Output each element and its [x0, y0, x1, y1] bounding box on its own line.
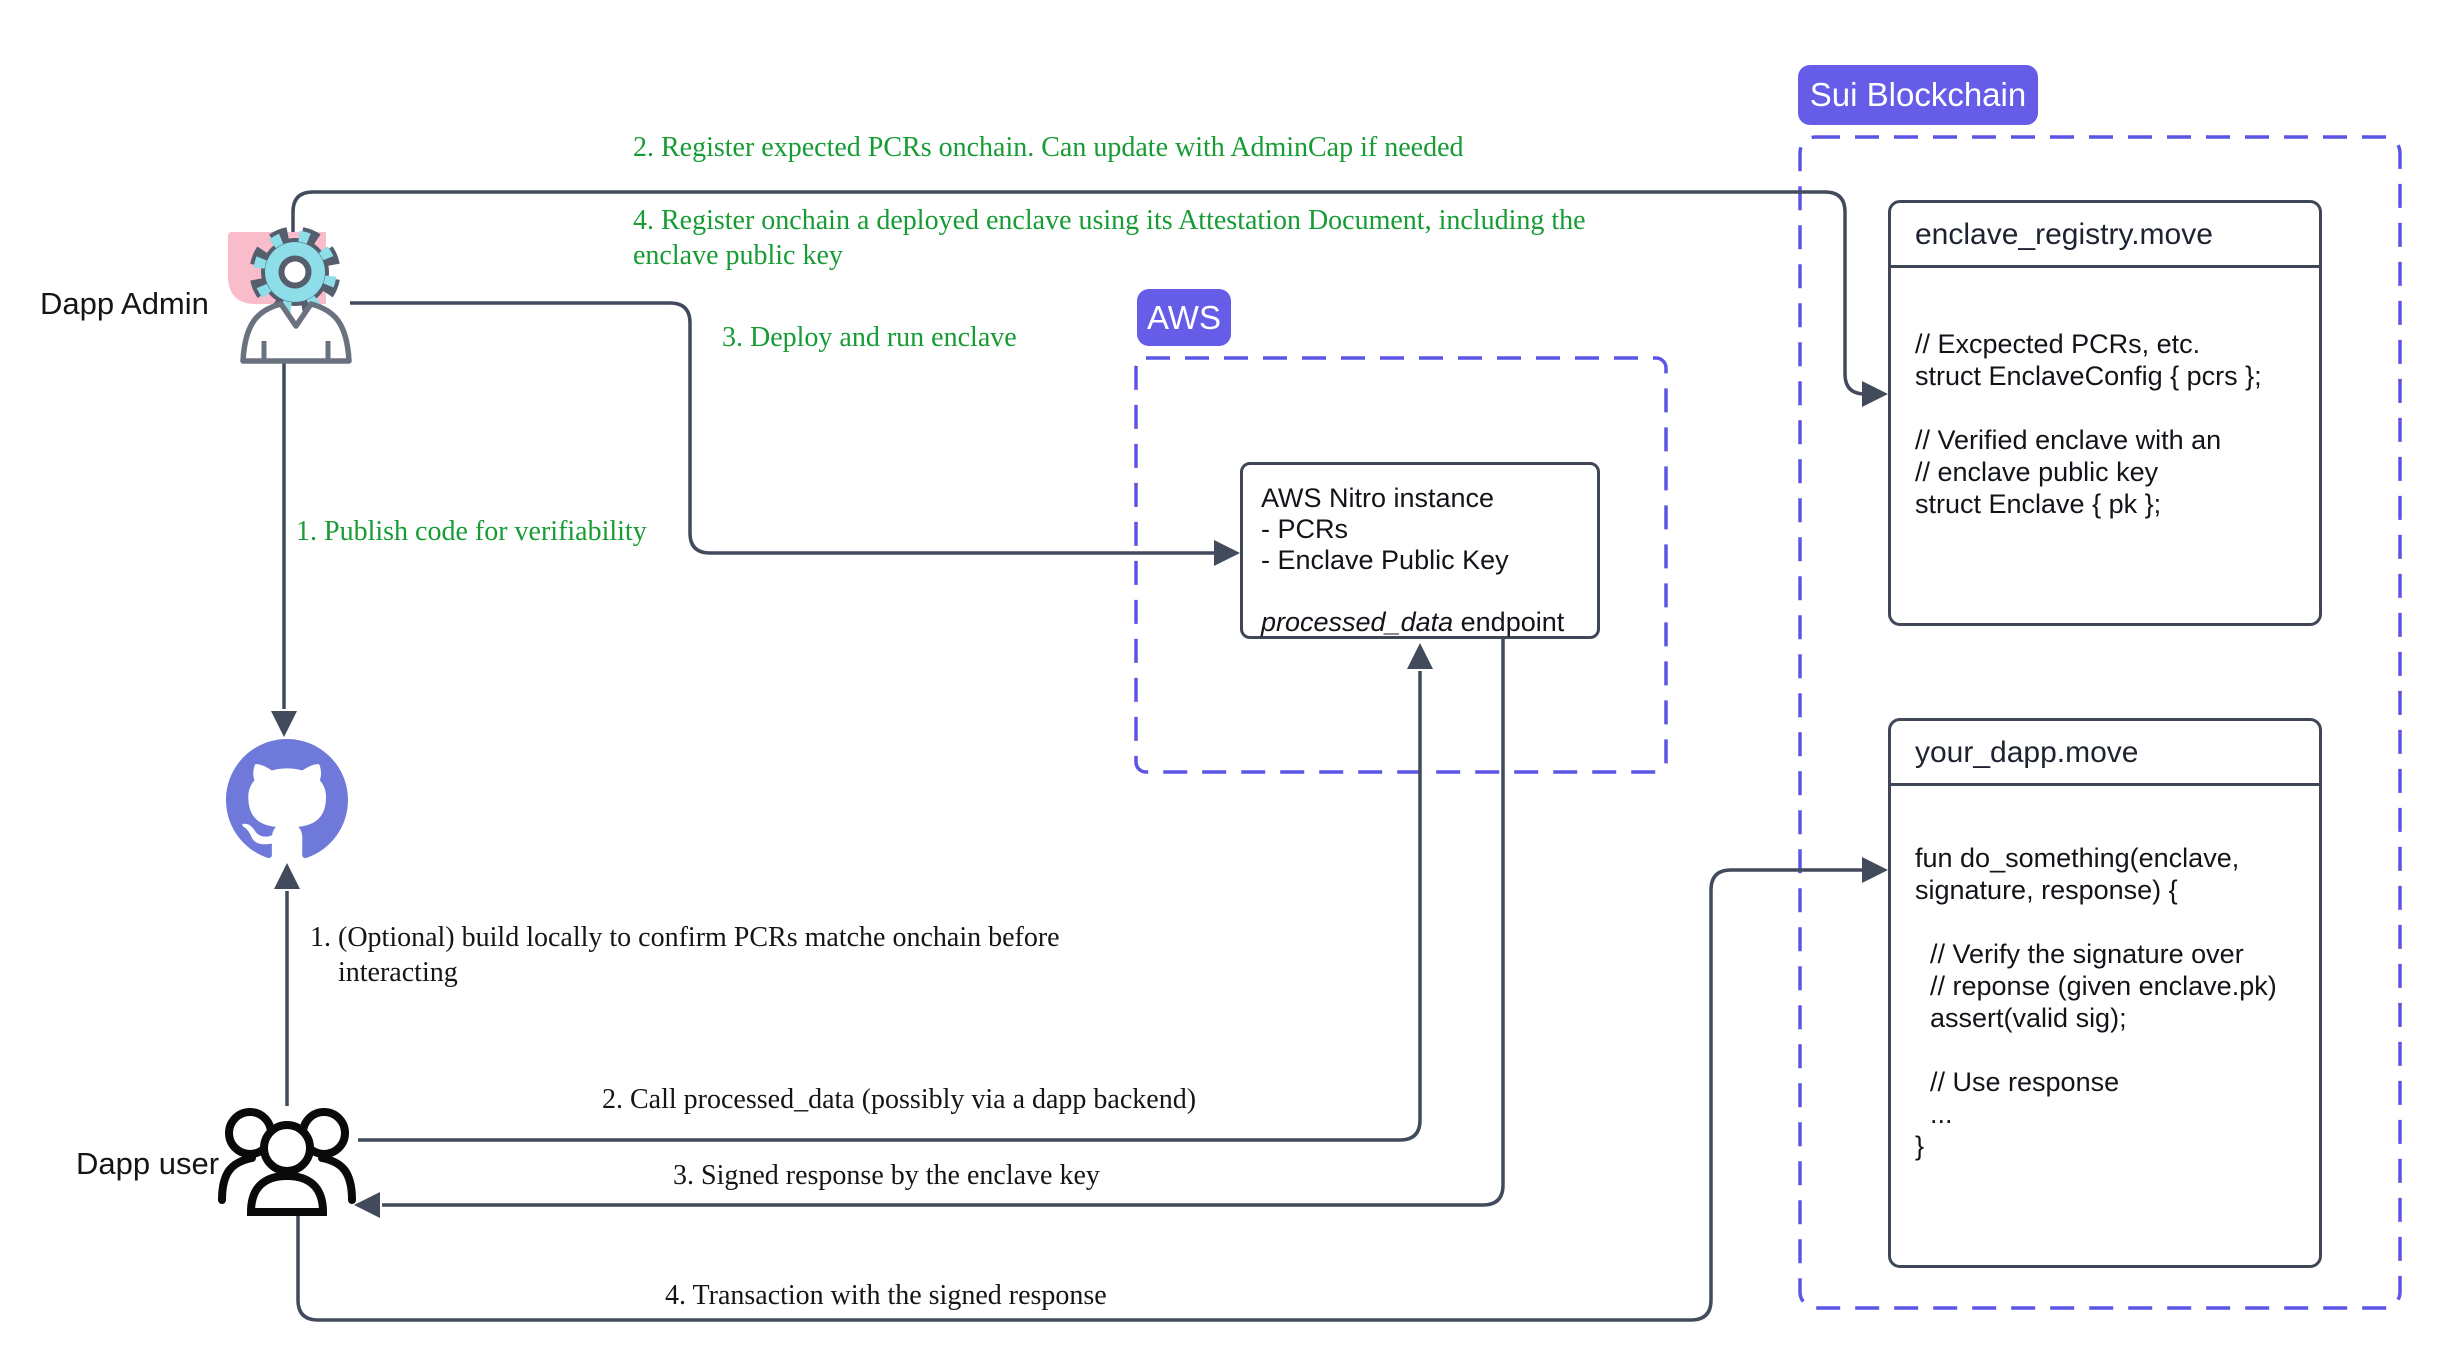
dapp-user-label: Dapp user — [76, 1146, 220, 1181]
flow-line-register-pcrs — [291, 190, 1866, 396]
aws-nitro-box: AWS Nitro instance - PCRs - Enclave Publ… — [1240, 462, 1600, 639]
annotation-deploy-enclave: 3. Deploy and run enclave — [722, 322, 1017, 353]
annotation-register-enclave: 4. Register onchain a deployed enclave u… — [633, 205, 1586, 271]
arrowhead-into-dapp-box — [1862, 857, 1888, 883]
annotation-register-pcrs: 2. Register expected PCRs onchain. Can u… — [633, 132, 1464, 163]
admin-person-sleeves — [261, 341, 331, 361]
endpoint-italic: processed_data — [1261, 607, 1454, 637]
flow-line-call-endpoint — [358, 671, 1422, 1142]
arrowhead-up-into-nitro — [1407, 643, 1433, 669]
arrowhead-into-github — [271, 711, 297, 737]
users-group-icon — [218, 1108, 356, 1216]
nitro-endpoint-line: processed_data endpoint — [1243, 576, 1597, 638]
annotation-call-endpoint: 2. Call processed_data (possibly via a d… — [602, 1084, 1197, 1115]
sui-dashed-boundary — [1798, 135, 2402, 1310]
github-icon — [226, 739, 348, 858]
arrowhead-up-into-github — [274, 863, 300, 889]
admin-person-icon — [240, 301, 352, 364]
flow-line-signed-response — [382, 639, 1505, 1207]
endpoint-rest: endpoint — [1453, 607, 1565, 637]
your-dapp-code: fun do_something(enclave, signature, res… — [1915, 843, 2277, 1161]
enclave-registry-code: // Excpected PCRs, etc. struct EnclaveCo… — [1915, 329, 2262, 519]
arrowhead-into-registry — [1862, 381, 1888, 407]
annotation-build-locally: 1. (Optional) build locally to confirm P… — [310, 922, 1060, 988]
enclave-registry-title: enclave_registry.move — [1891, 203, 2319, 268]
arrowhead-into-user — [354, 1192, 380, 1218]
annotation-publish-code: 1. Publish code for verifiability — [296, 516, 647, 547]
flow-line-deploy-enclave — [350, 301, 1216, 555]
aws-dashed-boundary — [1134, 356, 1668, 774]
your-dapp-box: your_dapp.move fun do_something(enclave,… — [1888, 718, 2322, 1268]
annotation-signed-response: 3. Signed response by the enclave key — [673, 1160, 1100, 1191]
your-dapp-title: your_dapp.move — [1891, 721, 2319, 786]
arrowhead-into-nitro — [1214, 540, 1240, 566]
aws-badge: AWS — [1137, 289, 1231, 346]
gear-icon — [249, 226, 341, 318]
enclave-registry-box: enclave_registry.move // Excpected PCRs,… — [1888, 200, 2322, 626]
annotation-transaction: 4. Transaction with the signed response — [665, 1280, 1107, 1311]
aws-nitro-lines: AWS Nitro instance - PCRs - Enclave Publ… — [1261, 483, 1509, 575]
flow-line-transaction — [296, 868, 1862, 1322]
dapp-admin-label: Dapp Admin — [40, 286, 209, 321]
sui-blockchain-badge: Sui Blockchain — [1798, 65, 2038, 125]
